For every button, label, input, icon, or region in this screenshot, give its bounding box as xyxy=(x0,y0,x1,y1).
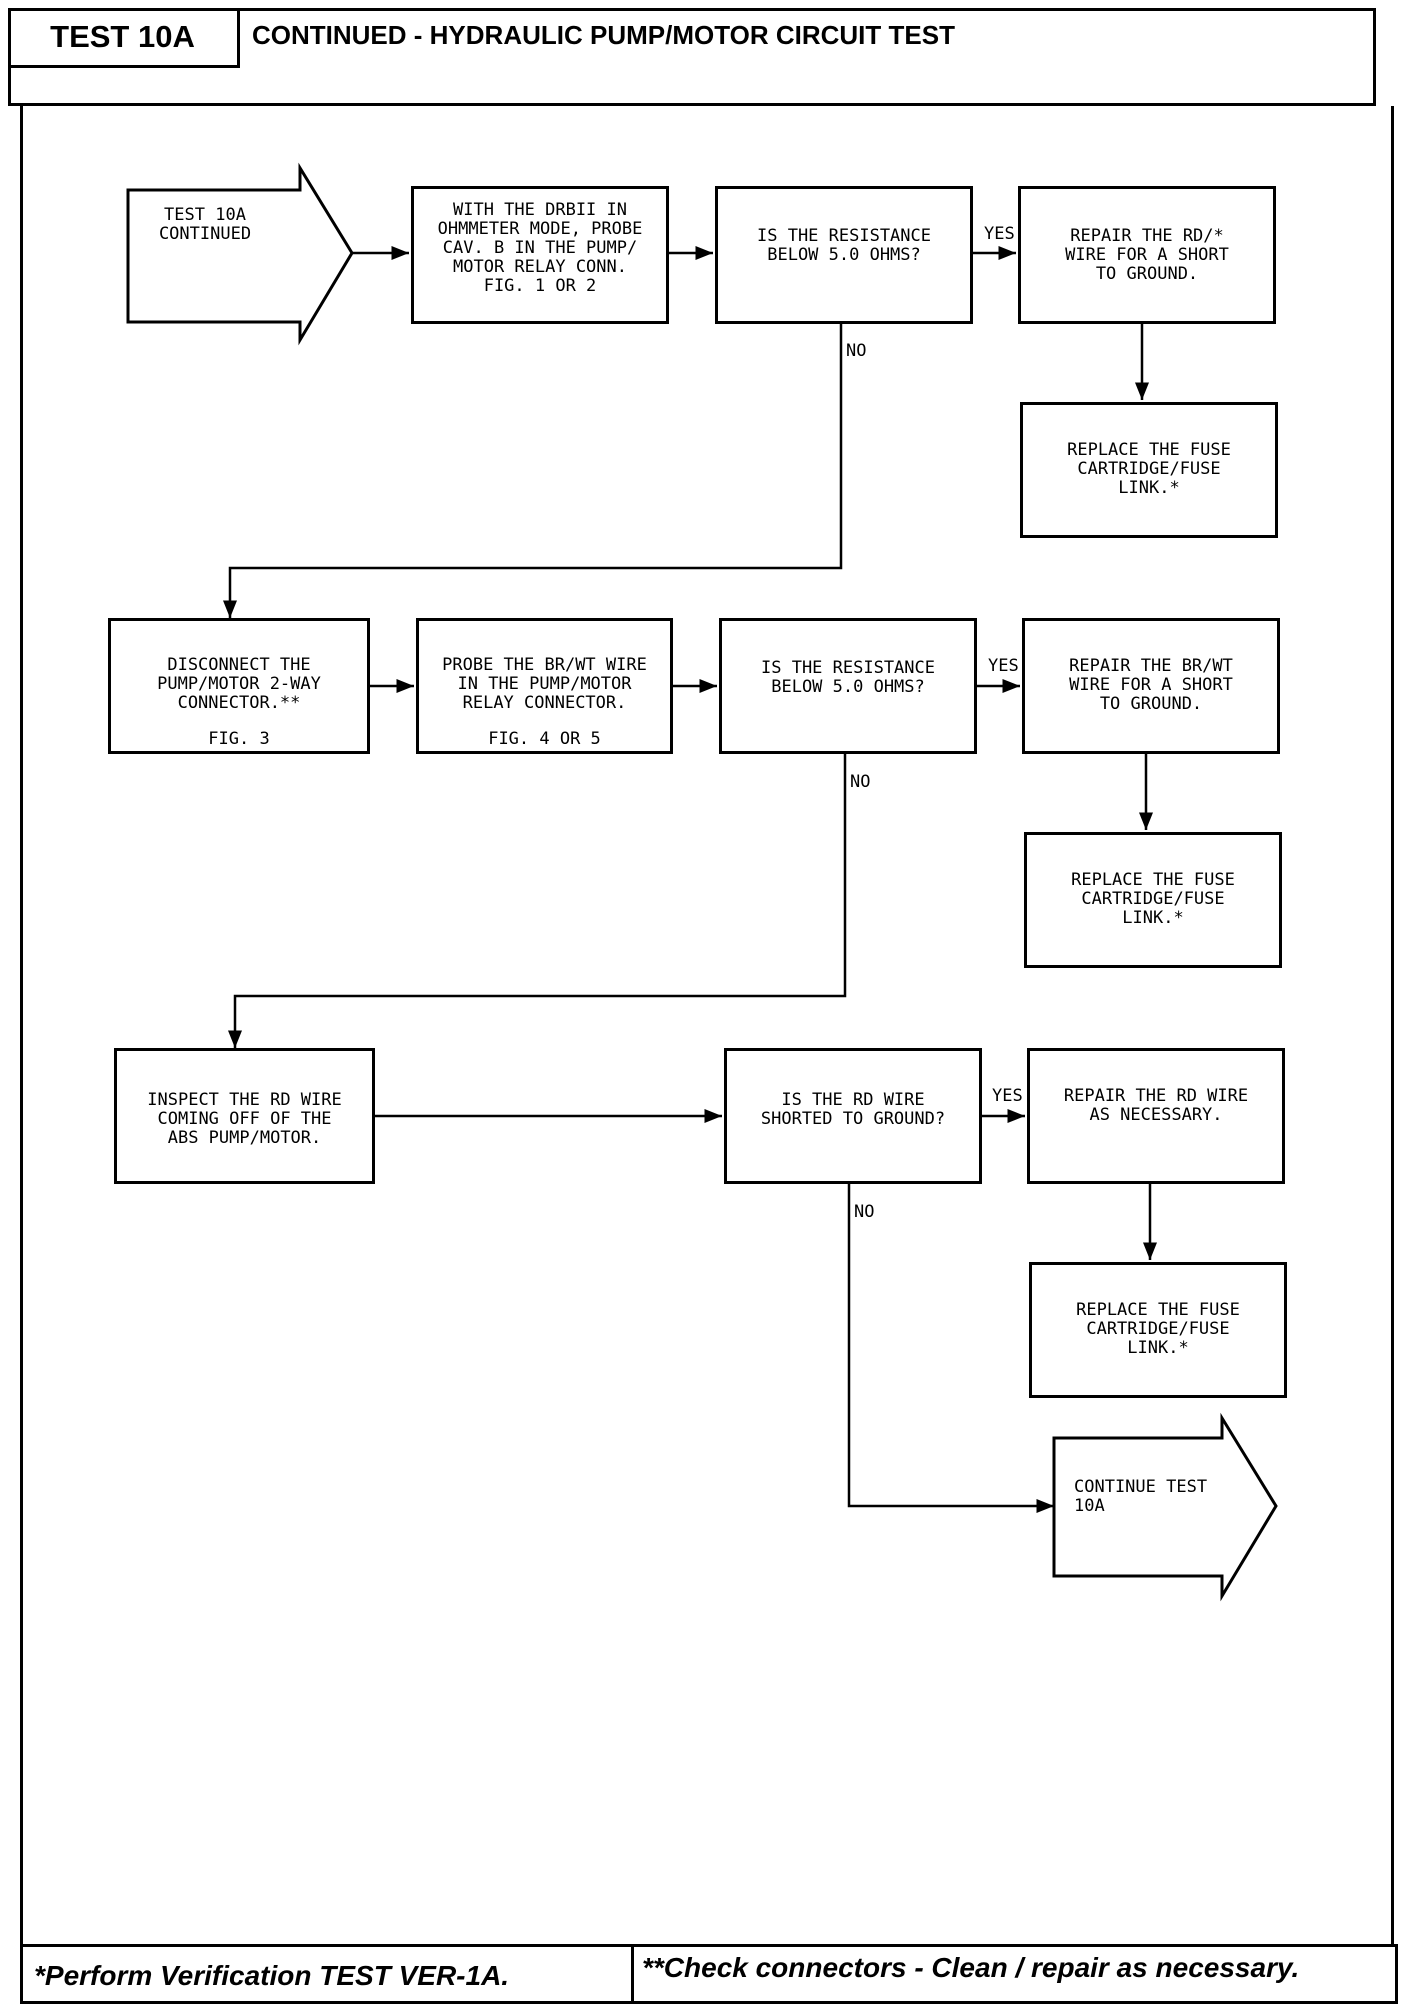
step-probe-br-wt: PROBE THE BR/WT WIRE IN THE PUMP/MOTOR R… xyxy=(416,618,673,754)
question-resistance-1: IS THE RESISTANCE BELOW 5.0 OHMS? xyxy=(715,186,973,324)
footer-divider xyxy=(631,1947,634,2001)
probe-fig: FIG. 4 OR 5 xyxy=(488,729,601,749)
step-probe-cav-b: WITH THE DRBII IN OHMMETER MODE, PROBE C… xyxy=(411,186,669,324)
no-label-1: NO xyxy=(846,341,867,361)
action-replace-fuse-3: REPLACE THE FUSE CARTRIDGE/FUSE LINK.* xyxy=(1029,1262,1287,1398)
action-repair-rd-wire-2: REPAIR THE RD WIRE AS NECESSARY. xyxy=(1027,1048,1285,1184)
step-inspect-rd-wire: INSPECT THE RD WIRE COMING OFF OF THE AB… xyxy=(114,1048,375,1184)
action-replace-fuse-2: REPLACE THE FUSE CARTRIDGE/FUSE LINK.* xyxy=(1024,832,1282,968)
header-frame xyxy=(8,8,1376,106)
diagram-frame xyxy=(20,106,1394,1944)
question-resistance-2: IS THE RESISTANCE BELOW 5.0 OHMS? xyxy=(719,618,977,754)
start-connector: TEST 10A CONTINUED xyxy=(158,205,252,244)
probe-text: PROBE THE BR/WT WIRE IN THE PUMP/MOTOR R… xyxy=(442,655,647,713)
yes-label-1: YES xyxy=(984,224,1015,244)
action-replace-fuse-1: REPLACE THE FUSE CARTRIDGE/FUSE LINK.* xyxy=(1020,402,1278,538)
start-arrow-shape xyxy=(126,162,354,346)
page-title: CONTINUED - HYDRAULIC PUMP/MOTOR CIRCUIT… xyxy=(252,20,955,50)
test-label: TEST 10A xyxy=(8,8,240,68)
yes-label-3: YES xyxy=(992,1086,1023,1106)
wire-q3-no xyxy=(847,1184,1054,1513)
wire-q2-no xyxy=(228,754,847,1048)
wire-q1-no xyxy=(223,324,843,618)
question-rd-wire-shorted: IS THE RD WIRE SHORTED TO GROUND? xyxy=(724,1048,982,1184)
end-connector: CONTINUE TEST 10A xyxy=(1074,1477,1208,1516)
action-repair-rd-wire: REPAIR THE RD/* WIRE FOR A SHORT TO GROU… xyxy=(1018,186,1276,324)
action-repair-br-wt-wire: REPAIR THE BR/WT WIRE FOR A SHORT TO GRO… xyxy=(1022,618,1280,754)
footnote-connectors: **Check connectors - Clean / repair as n… xyxy=(642,1952,1300,1983)
disconnect-text: DISCONNECT THE PUMP/MOTOR 2-WAY CONNECTO… xyxy=(157,655,321,713)
footnote-verification: *Perform Verification TEST VER-1A. xyxy=(34,1960,510,1991)
footer xyxy=(20,1944,1398,2004)
end-arrow-shape xyxy=(1052,1412,1278,1602)
no-label-2: NO xyxy=(850,772,871,792)
step-disconnect-connector: DISCONNECT THE PUMP/MOTOR 2-WAY CONNECTO… xyxy=(108,618,370,754)
no-label-3: NO xyxy=(854,1202,875,1222)
disconnect-fig: FIG. 3 xyxy=(208,729,270,749)
yes-label-2: YES xyxy=(988,656,1019,676)
